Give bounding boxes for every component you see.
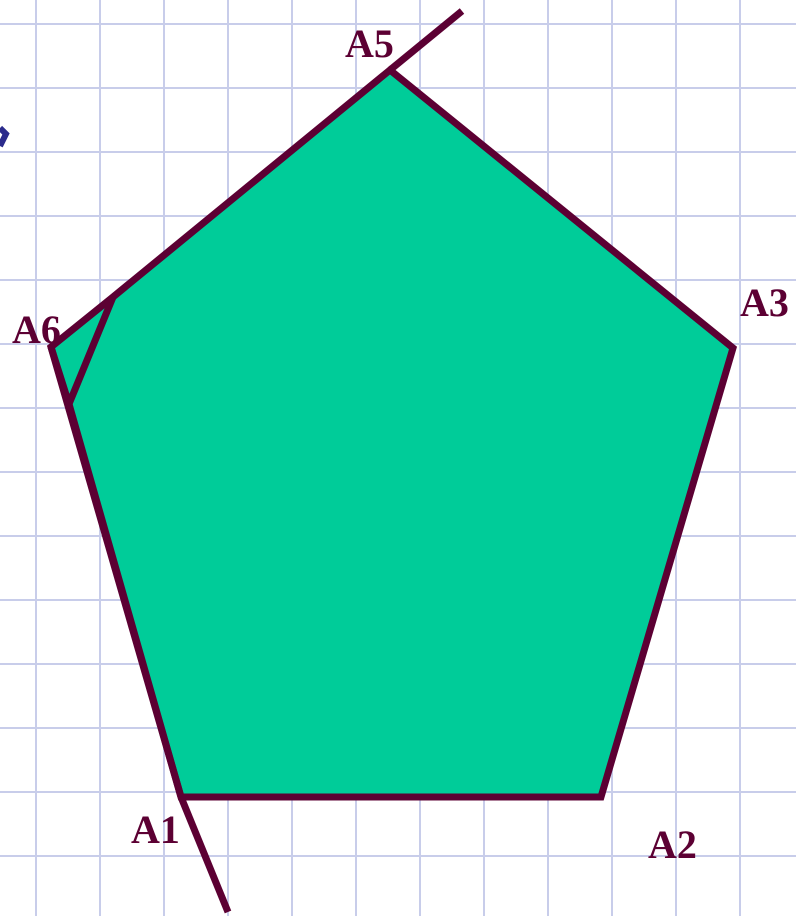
segment-A6-A1 — [47, 346, 185, 798]
pentagon-fill — [69, 70, 733, 797]
label-a3: A3 — [740, 280, 789, 325]
corner-mark — [0, 125, 10, 148]
extension-line-bottom — [177, 795, 232, 914]
label-a6: A6 — [12, 307, 61, 352]
extension-line-top — [387, 8, 465, 73]
label-a5: A5 — [345, 21, 394, 66]
label-a2: A2 — [648, 822, 697, 867]
label-a1: A1 — [131, 807, 180, 852]
